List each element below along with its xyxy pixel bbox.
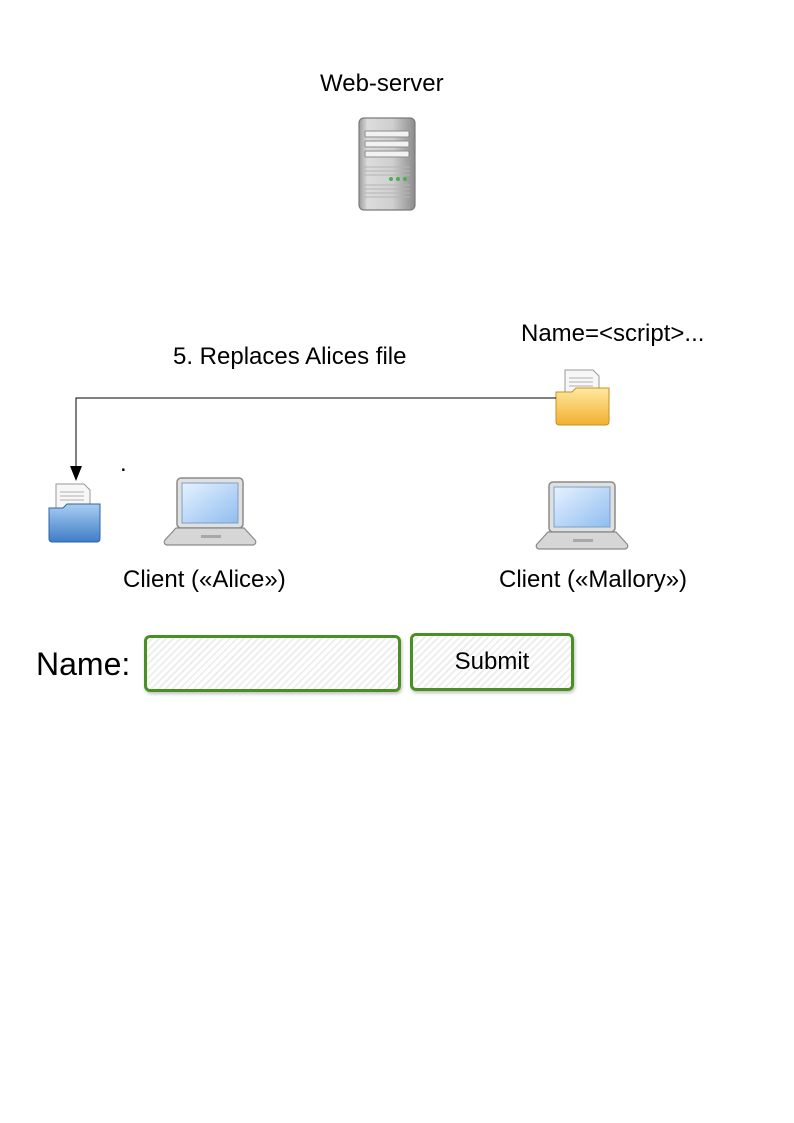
submit-button-label: Submit (454, 648, 530, 675)
alice-client-label: Client («Alice») (123, 566, 286, 593)
name-label: Name: (36, 646, 131, 682)
mallory-client-label: Client («Mallory») (499, 566, 688, 593)
arrow-label: 5. Replaces Alices file (173, 343, 407, 370)
name-input[interactable] (144, 635, 401, 692)
dot-mark: . (120, 450, 127, 477)
yellow-folder-document-icon (555, 369, 610, 426)
server-title: Web-server (320, 70, 444, 97)
submit-button[interactable]: Submit (410, 633, 574, 691)
arrowhead-icon (70, 466, 82, 481)
payload-label: Name=<script>... (521, 320, 705, 347)
alice-laptop-icon (163, 477, 257, 546)
blue-folder-document-icon (48, 483, 101, 543)
server-icon (358, 117, 416, 211)
replace-arrow (70, 397, 556, 481)
mallory-laptop-icon (535, 481, 629, 550)
